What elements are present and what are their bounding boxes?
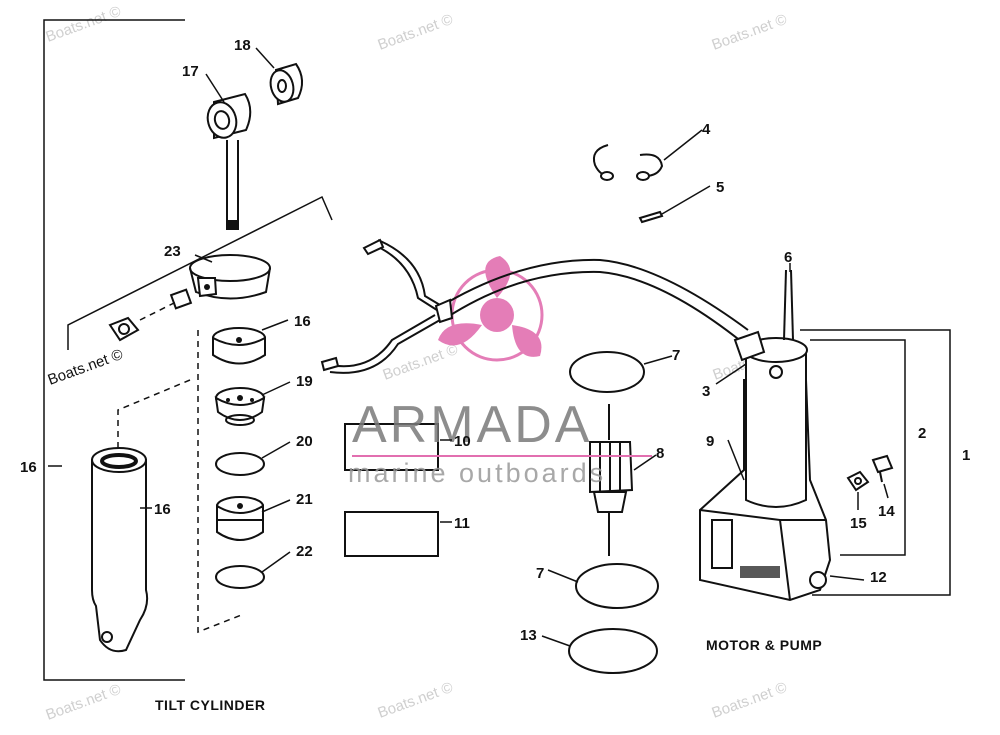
part-20-o-ring — [215, 452, 265, 476]
callout-5: 5 — [716, 179, 724, 196]
part-15-nut — [846, 470, 870, 492]
leader-lines — [48, 47, 889, 647]
callouts: 1 2 3 4 5 6 7 7 8 9 10 11 12 13 14 15 16… — [20, 37, 970, 644]
callout-16-bracket: 16 — [20, 459, 37, 476]
tilt-parts-guide — [117, 379, 191, 460]
callout-2: 2 — [918, 425, 926, 442]
part-11-decal — [344, 511, 439, 557]
part-4-clips — [592, 144, 664, 181]
part-13-seal-ring — [568, 628, 658, 674]
motor-pump-bracket-1 — [800, 329, 951, 596]
part-6-wires — [783, 269, 794, 341]
callout-1: 1 — [962, 447, 970, 464]
callout-11: 11 — [454, 515, 470, 532]
part-22-o-ring — [215, 565, 265, 589]
callout-13: 13 — [520, 627, 537, 644]
watermark: Boats.net © — [376, 679, 456, 722]
callout-12: 12 — [870, 569, 887, 586]
callout-16-disc: 16 — [294, 313, 311, 330]
part-5-pin — [638, 210, 664, 224]
cable — [434, 258, 749, 343]
watermark: Boats.net © — [381, 341, 461, 384]
part-10-decal — [344, 423, 439, 471]
callout-19: 19 — [296, 373, 313, 390]
callout-8: 8 — [656, 445, 664, 462]
part-14-bolt — [871, 454, 894, 483]
watermark: Boats.net © — [710, 11, 790, 54]
callout-9: 9 — [706, 433, 714, 450]
callout-20: 20 — [296, 433, 313, 450]
callout-15: 15 — [850, 515, 867, 532]
watermark: Boats.net © — [44, 3, 124, 46]
callout-22: 22 — [296, 543, 313, 560]
caption-motor-pump: MOTOR & PUMP — [706, 637, 822, 653]
caption-tilt-cylinder: TILT CYLINDER — [155, 697, 265, 713]
part-7-o-ring-top — [569, 351, 645, 393]
callout-7-top: 7 — [672, 347, 680, 364]
callout-23: 23 — [164, 243, 181, 260]
brand-name: ARMADA — [352, 396, 592, 454]
part-2-motor — [733, 330, 808, 508]
part-21-piston — [216, 496, 264, 541]
motor-pump-bracket-2 — [810, 339, 906, 556]
brand-tagline: marine outboards — [348, 458, 606, 488]
bolt — [108, 316, 140, 342]
watermark: Boats.net © — [44, 681, 124, 724]
part-18-bushing — [269, 62, 303, 106]
part-23-clamp — [139, 254, 271, 321]
wire-harness — [320, 238, 446, 374]
part-16-cylinder — [91, 447, 149, 653]
part-17-rod-eye — [206, 92, 252, 230]
callout-14: 14 — [878, 503, 895, 520]
tilt-cylinder-bracket — [43, 19, 185, 681]
watermark: Boats.net © — [376, 11, 456, 54]
part-16-disc — [212, 327, 266, 365]
watermark: Boats.net © — [710, 679, 790, 722]
callout-4: 4 — [702, 121, 711, 138]
armada-wordmark: ARMADA marine outboards — [348, 396, 652, 488]
tilt-parts-guide — [197, 330, 245, 634]
callout-17: 17 — [182, 63, 199, 80]
callout-16-cylinder: 16 — [154, 501, 171, 518]
callout-6: 6 — [784, 249, 792, 266]
armada-logo — [438, 256, 544, 362]
callout-10: 10 — [454, 433, 471, 450]
callout-21: 21 — [296, 491, 313, 508]
part-19-valve — [214, 387, 266, 426]
callout-7-bottom: 7 — [536, 565, 544, 582]
part-7-o-ring-bottom — [575, 563, 659, 609]
callout-18: 18 — [234, 37, 251, 54]
watermark: Boats.net © — [46, 346, 126, 389]
callout-3: 3 — [702, 383, 710, 400]
part-8-armature — [589, 404, 634, 556]
